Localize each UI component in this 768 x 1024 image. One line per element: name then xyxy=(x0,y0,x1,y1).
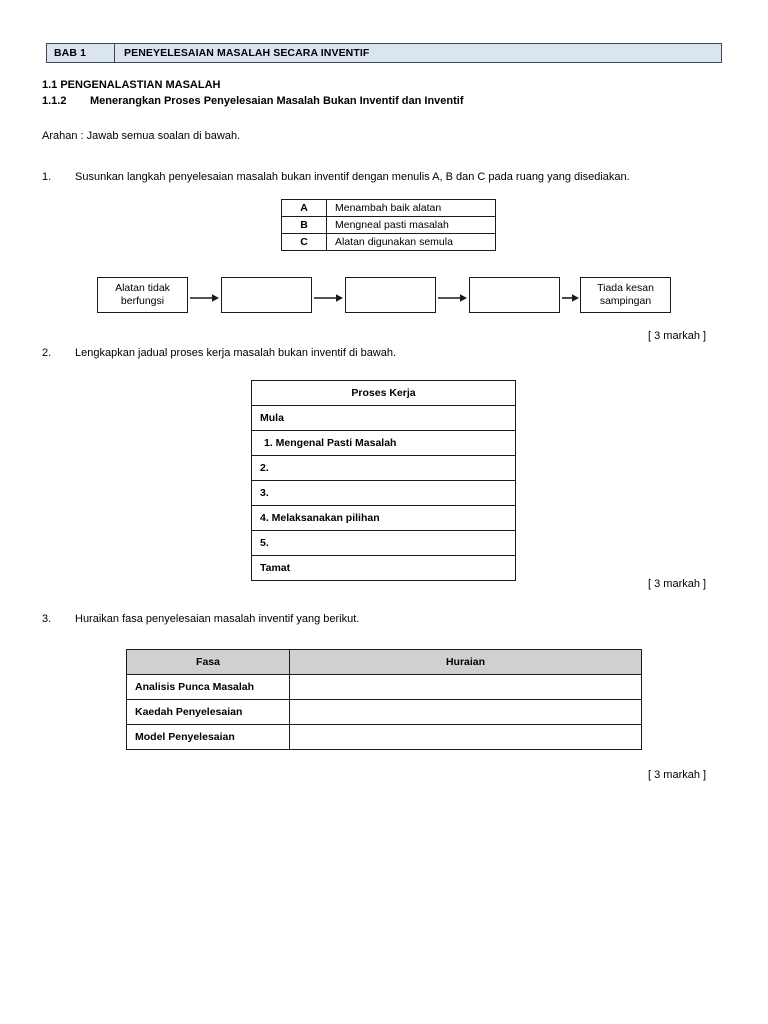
chapter-number-label: BAB 1 xyxy=(54,47,87,59)
table-row: 4. Melaksanakan pilihan xyxy=(251,505,516,531)
section-heading-1-1: 1.1 PENGENALASTIAN MASALAH xyxy=(42,79,220,91)
abc-option-label: C xyxy=(281,233,327,251)
marks-question-3: [ 3 markah ] xyxy=(648,769,706,781)
table-header-row: Fasa Huraian xyxy=(126,649,642,675)
question-1-text: Susunkan langkah penyelesaian masalah bu… xyxy=(75,171,630,183)
chapter-number-cell: BAB 1 xyxy=(47,44,115,62)
abc-options-table: A Menambah baik alatan B Mengneal pasti … xyxy=(281,199,496,251)
proses-kerja-step: Mula xyxy=(251,405,516,431)
section-heading-1-1-label: 1.1 PENGENALASTIAN MASALAH xyxy=(42,79,221,91)
table-row: A Menambah baik alatan xyxy=(281,199,496,217)
section-heading-1-1-2: 1.1.2 Menerangkan Proses Penyelesaian Mas… xyxy=(42,95,464,107)
flowchart-box-line2: sampingan xyxy=(599,295,652,307)
flowchart-box-answer-2[interactable] xyxy=(345,277,436,313)
table-row: 1. Mengenal Pasti Masalah xyxy=(251,430,516,456)
table-row: Tamat xyxy=(251,555,516,581)
proses-kerja-step[interactable]: 3. xyxy=(251,480,516,506)
fasa-name-cell: Model Penyelesaian xyxy=(126,724,290,750)
proses-kerja-step: Tamat xyxy=(251,555,516,581)
section-heading-1-1-2-number: 1.1.2 xyxy=(42,95,67,107)
abc-option-label: A xyxy=(281,199,327,217)
flowchart-box-line2: berfungsi xyxy=(120,295,165,307)
table-row[interactable]: 3. xyxy=(251,480,516,506)
chapter-title-cell: PENEYELESAIAN MASALAH SECARA INVENTIF xyxy=(115,44,721,62)
table-row: Kaedah Penyelesaian xyxy=(126,699,642,725)
flowchart-arrow-icon xyxy=(190,294,219,302)
table-row: Model Penyelesaian xyxy=(126,724,642,750)
proses-kerja-table: Proses Kerja Mula 1. Mengenal Pasti Masa… xyxy=(251,380,516,581)
flowchart-arrow-icon xyxy=(438,294,467,302)
proses-kerja-step: 4. Melaksanakan pilihan xyxy=(251,505,516,531)
table-row: Analisis Punca Masalah xyxy=(126,674,642,700)
flowchart-box-line1: Tiada kesan xyxy=(597,282,654,294)
instruction-label: Arahan : Jawab semua soalan di bawah. xyxy=(42,130,241,142)
table-header-row: Proses Kerja xyxy=(251,380,516,406)
marks-question-2: [ 3 markah ] xyxy=(648,578,706,590)
column-header-fasa: Fasa xyxy=(126,649,290,675)
table-row: Mula xyxy=(251,405,516,431)
question-3-number: 3. xyxy=(42,613,52,625)
fasa-huraian-table: Fasa Huraian Analisis Punca Masalah Kaed… xyxy=(126,649,642,750)
question-3-text: Huraikan fasa penyelesaian masalah inven… xyxy=(75,613,360,625)
question-2-number: 2. xyxy=(42,347,52,359)
proses-kerja-step[interactable]: 2. xyxy=(251,455,516,481)
huraian-answer-cell[interactable] xyxy=(289,724,642,750)
column-header-huraian: Huraian xyxy=(289,649,642,675)
fasa-name-cell: Analisis Punca Masalah xyxy=(126,674,290,700)
marks-label: [ 3 markah ] xyxy=(648,330,707,342)
abc-option-description: Menambah baik alatan xyxy=(326,199,496,217)
section-heading-1-1-2-label: Menerangkan Proses Penyelesaian Masalah … xyxy=(90,95,464,107)
flowchart-box-answer-3[interactable] xyxy=(469,277,560,313)
question-1-number: 1. xyxy=(42,171,52,183)
marks-label: [ 3 markah ] xyxy=(648,769,707,781)
chapter-header-bar: BAB 1 PENEYELESAIAN MASALAH SECARA INVEN… xyxy=(46,43,722,63)
abc-option-label: B xyxy=(281,216,327,234)
abc-option-description: Mengneal pasti masalah xyxy=(326,216,496,234)
flowchart-box-answer-1[interactable] xyxy=(221,277,312,313)
flowchart: Alatan tidak berfungsi Tiada kesan sampi… xyxy=(97,277,672,313)
flowchart-box-line1: Alatan tidak xyxy=(115,282,170,294)
question-2-text: Lengkapkan jadual proses kerja masalah b… xyxy=(75,347,397,359)
proses-kerja-step[interactable]: 5. xyxy=(251,530,516,556)
table-row: C Alatan digunakan semula xyxy=(281,233,496,251)
chapter-title-label: PENEYELESAIAN MASALAH SECARA INVENTIF xyxy=(124,47,370,59)
proses-kerja-header: Proses Kerja xyxy=(251,380,516,406)
marks-label: [ 3 markah ] xyxy=(648,578,707,590)
table-row[interactable]: 5. xyxy=(251,530,516,556)
instruction-line: Arahan : Jawab semua soalan di bawah. xyxy=(42,130,240,142)
flowchart-arrow-icon xyxy=(562,294,579,302)
flowchart-box-start: Alatan tidak berfungsi xyxy=(97,277,188,313)
huraian-answer-cell[interactable] xyxy=(289,674,642,700)
proses-kerja-step: 1. Mengenal Pasti Masalah xyxy=(251,430,516,456)
fasa-name-cell: Kaedah Penyelesaian xyxy=(126,699,290,725)
table-row[interactable]: 2. xyxy=(251,455,516,481)
flowchart-arrow-icon xyxy=(314,294,343,302)
flowchart-box-end: Tiada kesan sampingan xyxy=(580,277,671,313)
huraian-answer-cell[interactable] xyxy=(289,699,642,725)
abc-option-description: Alatan digunakan semula xyxy=(326,233,496,251)
table-row: B Mengneal pasti masalah xyxy=(281,216,496,234)
marks-question-1: [ 3 markah ] xyxy=(648,330,706,342)
